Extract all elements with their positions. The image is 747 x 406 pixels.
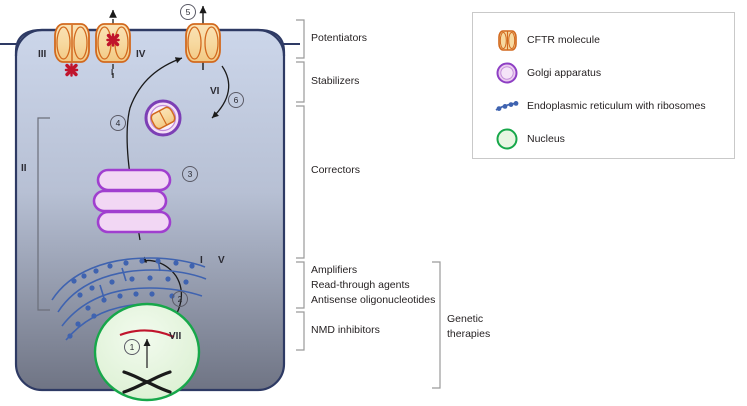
label-class-iii: III xyxy=(38,49,47,60)
bracket-stabilizers xyxy=(296,61,305,103)
label-genetic-therapies-line1: Genetic xyxy=(447,313,484,325)
cftr-channel-functional xyxy=(185,5,221,70)
legend-label-golgi: Golgi apparatus xyxy=(527,67,602,79)
endoplasmic-reticulum xyxy=(51,257,207,341)
label-class-i-er: I xyxy=(200,255,203,266)
step-marker-6: 6 xyxy=(228,92,244,108)
label-class-ii: II xyxy=(21,163,27,174)
plasma-membrane xyxy=(0,28,300,56)
step-marker-1: 1 xyxy=(124,339,140,355)
legend-item-er: Endoplasmic reticulum with ribosomes xyxy=(473,91,736,121)
golgi-apparatus-icon xyxy=(493,58,521,88)
cftr-channel-iii xyxy=(54,23,90,77)
label-read-through-agents: Read-through agents xyxy=(311,278,410,291)
legend-item-nucleus: Nucleus xyxy=(473,124,736,154)
cftr-channel-iv xyxy=(95,9,131,78)
recycling-arrow-6 xyxy=(211,65,230,119)
bracket-ii xyxy=(37,117,50,311)
label-nmd-inhibitors: NMD inhibitors xyxy=(311,324,380,336)
chromosome xyxy=(122,370,172,394)
bracket-genetic-therapies xyxy=(432,261,441,389)
nucleus-icon xyxy=(493,124,521,154)
label-class-v-er: V xyxy=(218,255,225,266)
step-marker-3: 3 xyxy=(182,166,198,182)
label-class-vi: VI xyxy=(210,86,220,97)
label-class-iv: IV xyxy=(136,49,146,60)
label-class-i-membrane: I xyxy=(111,68,114,77)
mutation-marker-iv xyxy=(106,33,120,47)
label-genetic-therapies-line2: therapies xyxy=(447,327,491,340)
label-antisense-oligonucleotides: Antisense oligonucleotides xyxy=(311,293,436,306)
transport-vesicle xyxy=(144,99,182,137)
label-class-vii: VII xyxy=(169,331,182,342)
step-marker-2: 2 xyxy=(172,291,188,307)
er-ribosomes xyxy=(67,258,195,339)
step-marker-4: 4 xyxy=(110,115,126,131)
legend-label-nucleus: Nucleus xyxy=(527,133,565,145)
cftr-molecule-icon xyxy=(493,25,521,55)
legend-label-cftr: CFTR molecule xyxy=(527,34,600,46)
legend-label-er: Endoplasmic reticulum with ribosomes xyxy=(527,100,706,112)
therapy-brackets xyxy=(296,19,441,389)
bracket-nmd xyxy=(296,311,305,351)
bracket-amplifiers xyxy=(296,261,305,309)
label-potentiators: Potentiators xyxy=(311,32,368,44)
legend-item-golgi: Golgi apparatus xyxy=(473,58,736,88)
legend-item-cftr: CFTR molecule xyxy=(473,25,736,55)
label-genetic-therapies-group: Genetic therapies xyxy=(447,312,490,342)
label-amplifiers: Amplifiers xyxy=(311,264,358,276)
label-stabilizers: Stabilizers xyxy=(311,75,360,87)
golgi-apparatus xyxy=(92,168,172,234)
bracket-correctors xyxy=(296,105,305,259)
mrna-arc xyxy=(119,329,175,339)
nucleus xyxy=(93,302,201,402)
endoplasmic-reticulum-icon xyxy=(493,91,521,121)
legend-box: CFTR molecule Golgi apparatus xyxy=(472,12,735,159)
mutation-marker-iii xyxy=(64,63,79,77)
label-correctors: Correctors xyxy=(311,164,361,176)
label-amplifiers-group: Amplifiers Read-through agents Antisense… xyxy=(311,263,435,308)
bracket-potentiators xyxy=(296,19,305,59)
step-marker-5: 5 xyxy=(180,4,196,20)
